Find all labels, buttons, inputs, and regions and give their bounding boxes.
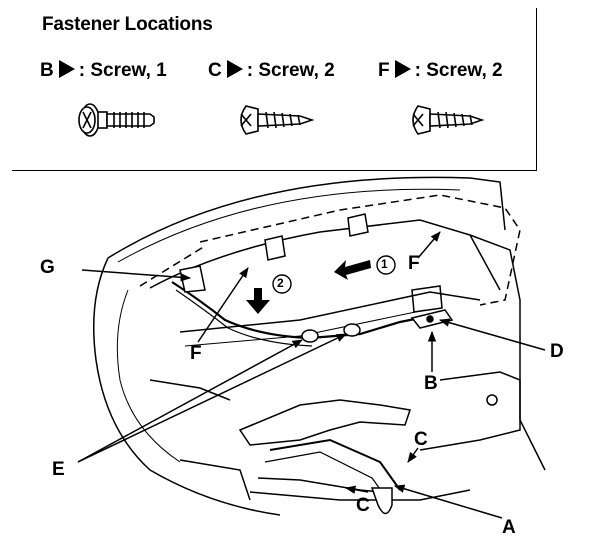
legend-letter: C: [208, 60, 222, 81]
legend-item-b: B : Screw, 1: [40, 60, 167, 82]
pointer-triangle-icon: [226, 60, 243, 78]
legend-text: : Screw, 1: [78, 60, 167, 81]
callout-f-left: F: [190, 343, 202, 364]
diagram-title: Fastener Locations: [42, 14, 213, 35]
callout-a: A: [502, 517, 516, 538]
legend-item-f: F : Screw, 2: [378, 60, 503, 82]
step-2-number: 2: [277, 276, 284, 290]
callout-c-bottom: C: [356, 495, 370, 516]
callout-f-top: F: [408, 253, 420, 274]
callout-g: G: [40, 257, 55, 278]
screw-b-icon: [78, 103, 155, 137]
callout-d: D: [550, 341, 564, 362]
pointer-triangle-icon: [394, 60, 411, 78]
callout-e: E: [52, 459, 65, 480]
step-2-arrow: [246, 274, 292, 314]
legend-letter: B: [40, 60, 54, 81]
screw-c-icon: [240, 105, 315, 135]
legend-letter: F: [378, 60, 390, 81]
legend-frame: [12, 8, 537, 171]
callout-b: B: [424, 373, 438, 394]
step-1-number: 1: [381, 257, 388, 271]
legend-item-c: C : Screw, 2: [208, 60, 335, 82]
pointer-triangle-icon: [58, 60, 75, 78]
legend-text: : Screw, 2: [414, 60, 503, 81]
step-1-arrow: [334, 255, 396, 280]
callout-leaders: [77, 231, 546, 519]
legend-text: : Screw, 2: [246, 60, 335, 81]
screw-f-icon: [412, 105, 485, 135]
callout-c-right: C: [414, 429, 428, 450]
dashboard-panel-illustration: [92, 176, 546, 516]
